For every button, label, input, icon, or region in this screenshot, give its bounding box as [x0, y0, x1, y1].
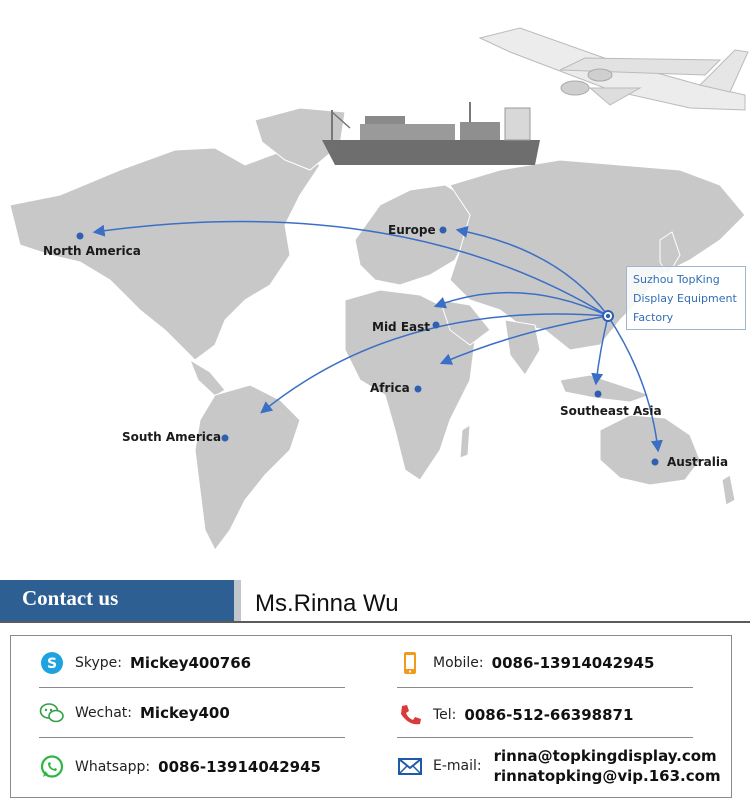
land-south-america — [194, 384, 301, 551]
route-europe — [455, 225, 609, 317]
land-greenland — [254, 107, 346, 171]
divider — [397, 687, 693, 688]
cargo-ship — [322, 102, 540, 165]
location-label-europe: Europe — [388, 223, 436, 237]
dot-australia — [651, 458, 659, 466]
location-label-mid-east: Mid East — [372, 320, 430, 334]
dot-mid-east — [432, 321, 440, 329]
wechat-label: Wechat: — [75, 705, 132, 721]
contact-banner: Contact us — [0, 580, 241, 621]
land-india — [504, 319, 541, 376]
whatsapp-value[interactable]: 0086-13914042945 — [158, 758, 321, 776]
factory-label-box: Suzhou TopKing Display Equipment Factory — [626, 266, 746, 330]
land-japan — [659, 231, 681, 276]
tel-row: Tel: 0086-512-66398871 — [397, 702, 633, 728]
divider — [397, 737, 693, 738]
mobile-value[interactable]: 0086-13914042945 — [491, 654, 655, 672]
wechat-row: Wechat: Mickey400 — [39, 700, 230, 726]
land-central-america — [188, 358, 226, 397]
email-label: E-mail: — [433, 758, 482, 774]
mobile-row: Mobile: 0086-13914042945 — [397, 650, 654, 676]
skype-icon: S — [39, 650, 65, 676]
banner-divider — [0, 621, 750, 623]
world-map: North America Europe Mid East Africa Sou… — [9, 27, 749, 551]
location-label-south-america: South America — [122, 430, 222, 444]
email-value-2[interactable]: rinnatopking@vip.163.com — [493, 767, 721, 785]
land-new-zealand — [721, 474, 736, 506]
dot-north-america — [76, 232, 84, 240]
land-indonesia — [559, 374, 652, 403]
contact-title: Contact us — [22, 586, 119, 610]
tel-label: Tel: — [433, 707, 457, 723]
mobile-icon — [397, 650, 423, 676]
email-values: rinna@topkingdisplay.com rinnatopking@vi… — [494, 746, 721, 786]
location-label-australia: Australia — [667, 455, 729, 469]
dot-south-america — [221, 434, 229, 442]
location-label-southeast-asia: Southeast Asia — [560, 404, 662, 418]
dot-europe — [439, 226, 447, 234]
email-value-1[interactable]: rinna@topkingdisplay.com — [493, 747, 717, 765]
wechat-value[interactable]: Mickey400 — [140, 704, 230, 722]
tel-value[interactable]: 0086-512-66398871 — [464, 706, 634, 724]
contact-person-name: Ms.Rinna Wu — [255, 590, 399, 617]
dot-southeast-asia — [594, 390, 602, 398]
whatsapp-icon — [39, 754, 65, 780]
land-africa — [344, 289, 476, 481]
contact-details-box: S Skype: Mickey400766 Wechat: Mickey400 … — [10, 635, 732, 798]
mobile-label: Mobile: — [433, 655, 484, 671]
wechat-icon — [39, 700, 65, 726]
divider — [39, 687, 345, 688]
route-north-america — [92, 220, 609, 317]
route-south-america — [260, 313, 609, 414]
factory-line-2: Display Equipment — [633, 292, 737, 305]
dot-africa — [414, 385, 422, 393]
svg-text:S: S — [47, 656, 57, 672]
skype-row: S Skype: Mickey400766 — [39, 650, 251, 676]
mail-icon — [397, 753, 423, 779]
world-map-svg — [9, 27, 749, 551]
land-australia — [599, 414, 701, 486]
route-africa — [439, 315, 609, 365]
route-australia — [607, 315, 663, 453]
airplane — [478, 27, 749, 111]
whatsapp-label: Whatsapp: — [75, 759, 151, 775]
location-label-africa: Africa — [370, 381, 410, 395]
whatsapp-row: Whatsapp: 0086-13914042945 — [39, 754, 321, 780]
email-row: E-mail: rinna@topkingdisplay.com rinnato… — [397, 746, 721, 786]
route-southeast-asia — [591, 315, 609, 386]
factory-line-3: Factory — [633, 311, 674, 324]
land-north-america — [9, 147, 321, 361]
phone-icon — [397, 702, 423, 728]
divider — [39, 737, 345, 738]
factory-line-1: Suzhou TopKing — [633, 273, 720, 286]
skype-label: Skype: — [75, 655, 122, 671]
land-madagascar — [459, 424, 471, 459]
location-label-north-america: North America — [43, 244, 141, 258]
route-mid-east — [433, 291, 609, 317]
skype-value[interactable]: Mickey400766 — [130, 654, 252, 672]
